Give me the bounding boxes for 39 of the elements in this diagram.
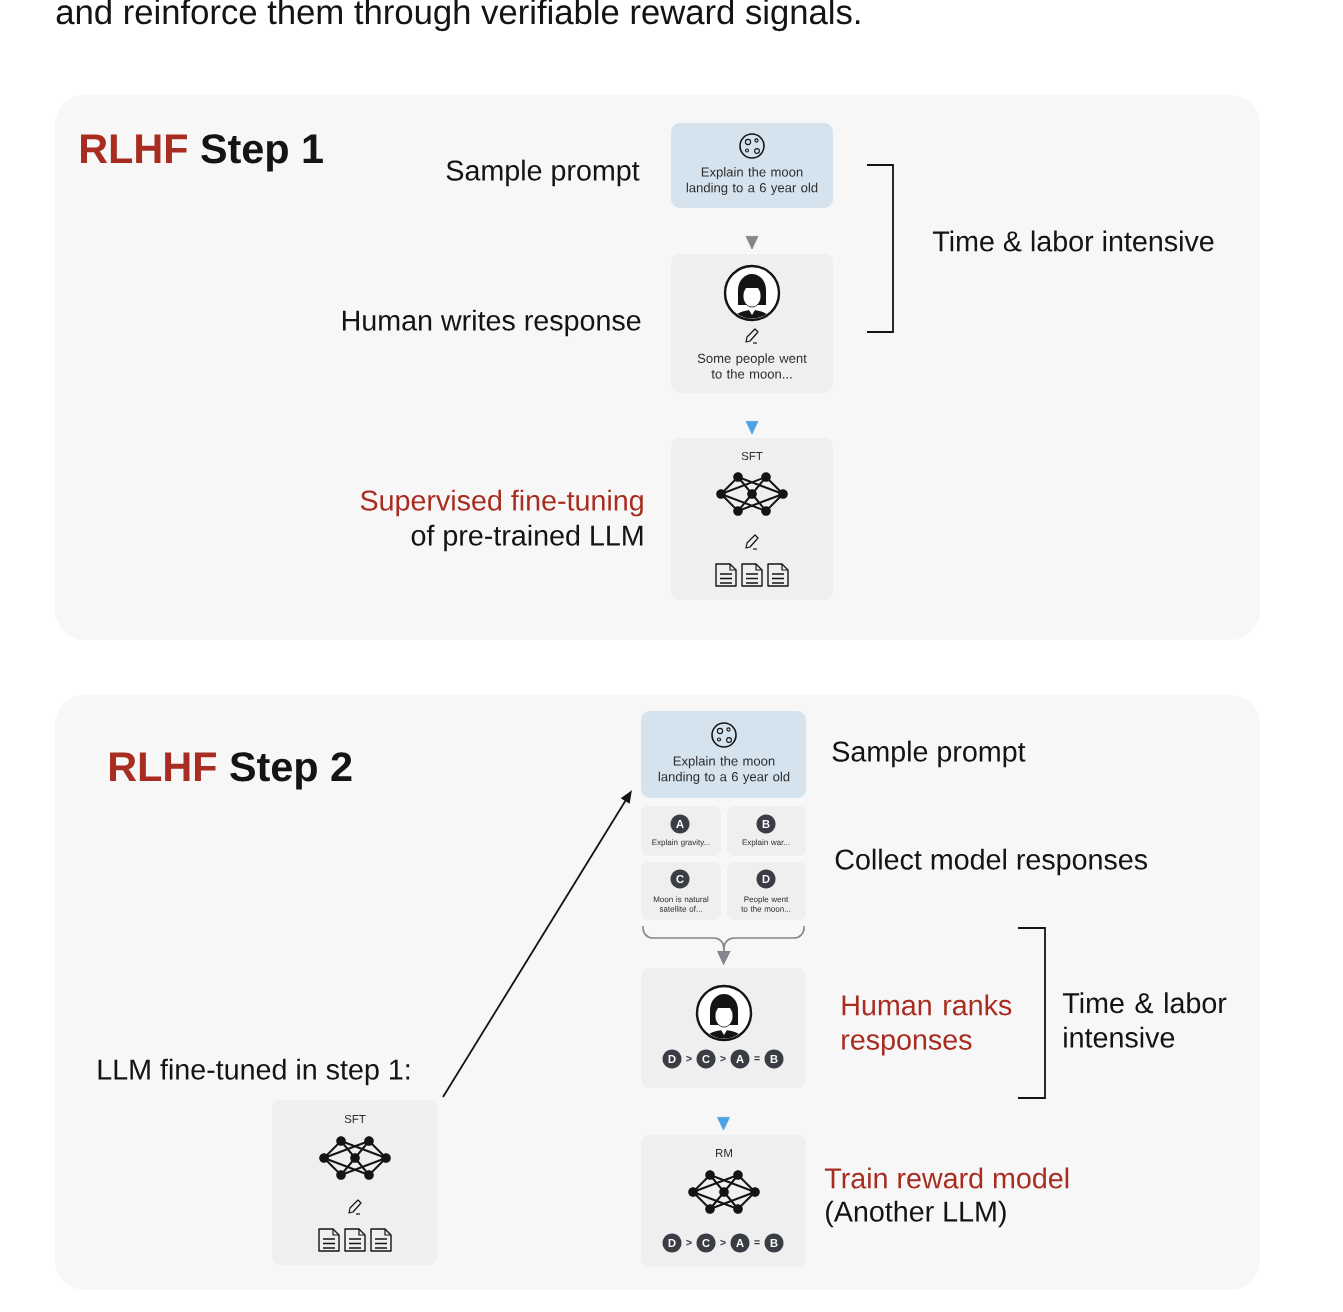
heading: RLHF Step 2 <box>110 752 352 790</box>
letter-badge: B <box>764 1049 784 1069</box>
letter-badge: D <box>662 1049 682 1069</box>
ranking-sign: > <box>720 1055 726 1062</box>
model-box: SFT <box>272 1100 437 1265</box>
side-label: Collect model responses <box>835 848 1148 876</box>
letter-badge: C <box>670 869 690 889</box>
letter-badge: D <box>662 1233 682 1253</box>
letter-badge: A <box>730 1049 750 1069</box>
side-label: (Another LLM) <box>826 1200 1006 1228</box>
arrow <box>745 235 759 250</box>
letter-badge: C <box>696 1233 716 1253</box>
side-label: Time & labor intensive <box>1062 992 1227 1048</box>
side-label: LLM fine-tuned in step 1: <box>98 1058 410 1086</box>
letter-badge: D <box>756 869 776 889</box>
side-label: Sample prompt <box>832 740 1026 768</box>
letter-badge: A <box>670 814 690 834</box>
ranking-sign: > <box>686 1239 692 1246</box>
ranking-sign: > <box>720 1239 726 1246</box>
side-label: Human writes response <box>342 309 641 337</box>
model-box: SFT <box>671 438 833 600</box>
letter-badge: C <box>696 1049 716 1069</box>
side-label: Time & labor intensive <box>932 230 1214 252</box>
arrow <box>717 1116 730 1131</box>
side-label: Train reward model <box>824 1167 1069 1189</box>
side-label: Sample prompt <box>446 159 640 187</box>
side-label: Human ranks responses <box>842 994 1012 1056</box>
prompt-box: Explain the moon landing to a 6 year old <box>641 711 806 798</box>
letter-badge: B <box>756 814 776 834</box>
ranking-sign: = <box>754 1056 760 1061</box>
heading: RLHF Step 1 <box>81 134 323 172</box>
side-label: Supervised fine-tuning <box>360 489 643 517</box>
side-label: of pre-trained LLM <box>411 524 643 552</box>
prompt-box: Explain the moon landing to a 6 year old <box>671 123 833 208</box>
letter-badge: B <box>764 1233 784 1253</box>
letter-badge: A <box>730 1233 750 1253</box>
ranking-sign: > <box>686 1055 692 1062</box>
ranking-sign: = <box>754 1240 760 1245</box>
arrow <box>745 420 759 435</box>
